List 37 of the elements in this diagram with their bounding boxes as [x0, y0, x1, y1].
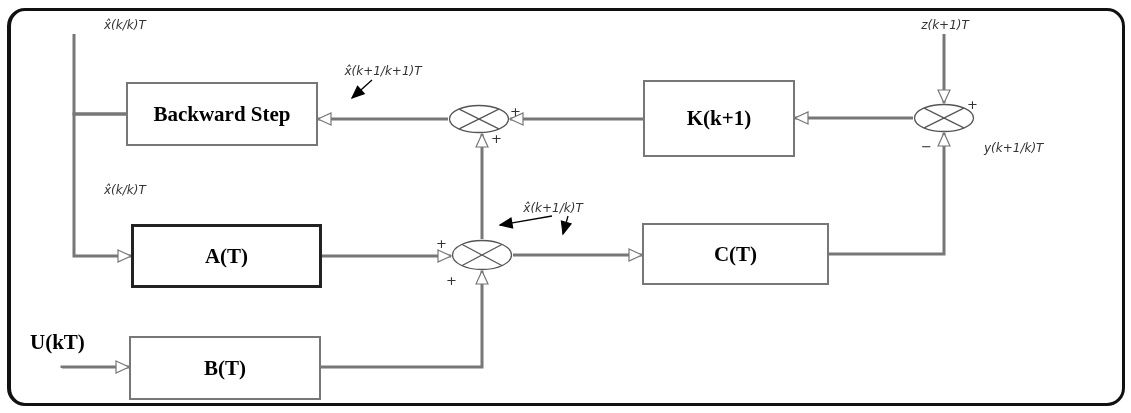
- signal-arrow: [829, 132, 951, 256]
- sign-label: +: [510, 104, 521, 119]
- signal-arrow: [513, 248, 643, 262]
- leader-arrow: [351, 79, 373, 99]
- signal-label: x̂(k/k)T: [104, 18, 146, 32]
- signal-arrow: [72, 112, 132, 263]
- block-label: K(k+1): [686, 105, 752, 133]
- leader-arrow: [499, 215, 553, 229]
- sign-label: +: [446, 273, 457, 288]
- sign-label: −: [921, 139, 932, 154]
- block-box: [126, 82, 318, 146]
- block-box: [643, 80, 795, 157]
- block-box: [131, 224, 322, 288]
- leader-arrow: [560, 215, 572, 235]
- block-label: A(T): [204, 242, 249, 270]
- signal-arrow: [509, 112, 643, 126]
- sign-label: +: [967, 97, 978, 112]
- signal-arrow: [321, 270, 489, 369]
- signal-label: y(k+1/k)T: [984, 141, 1044, 155]
- block-box: [642, 223, 829, 285]
- signal-label: x̂(k+1/k+1)T: [344, 64, 422, 78]
- signal-label: x̂(k/k)T: [104, 183, 146, 197]
- input-label: U(kT): [30, 330, 85, 355]
- block-label: B(T): [204, 354, 246, 382]
- block-label: Backward Step: [153, 100, 291, 128]
- sign-label: +: [436, 236, 447, 251]
- signal-label: z(k+1)T: [921, 18, 969, 32]
- signal-arrow: [475, 133, 489, 239]
- block-box: [129, 336, 321, 400]
- sign-label: +: [491, 131, 502, 146]
- signal-arrow: [937, 34, 951, 104]
- block-label: C(T): [713, 240, 758, 268]
- signal-arrow: [794, 111, 913, 125]
- signal-arrow: [60, 360, 130, 374]
- signal-label: x̂(k+1/k)T: [523, 200, 583, 215]
- signal-arrow: [322, 249, 452, 263]
- signal-arrow: [317, 112, 448, 126]
